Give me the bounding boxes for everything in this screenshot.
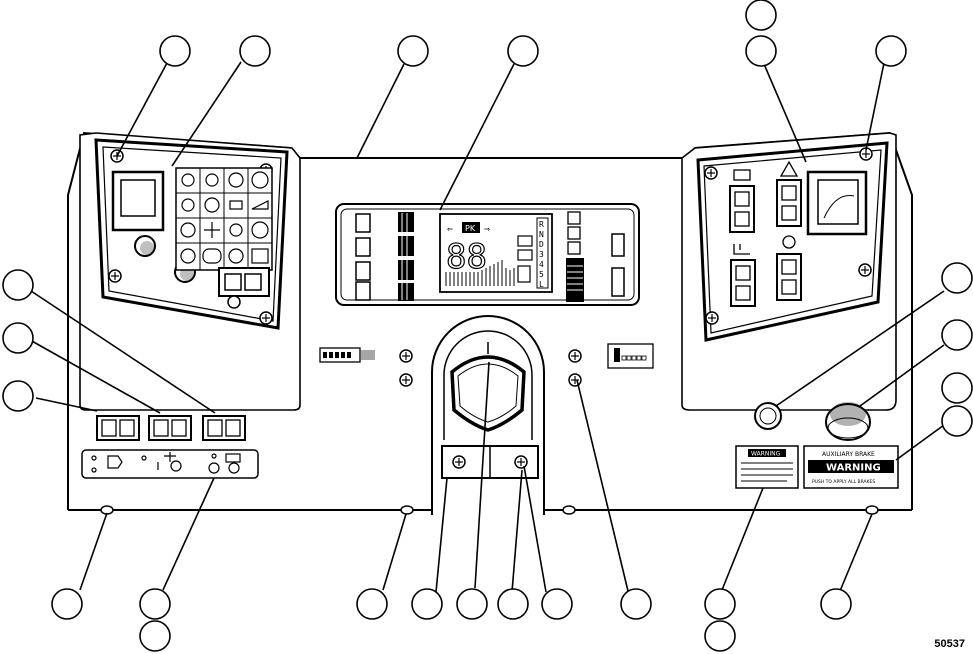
svg-text:N: N: [539, 230, 544, 239]
leader-lines: [29, 61, 945, 593]
left-lower-switches: [96, 415, 246, 441]
callout-16: [139, 588, 171, 620]
callout-6: [745, 35, 777, 67]
callout-23: [620, 588, 652, 620]
callout-14: [941, 405, 973, 437]
callout-26: [820, 588, 852, 620]
indicator-light-grid: [175, 167, 273, 271]
warning-label-auxiliary-brake: AUXILIARY BRAKE WARNING PUSH TO APPLY AL…: [803, 445, 899, 489]
indicator-icons: [180, 171, 269, 264]
svg-text:4: 4: [539, 260, 544, 269]
svg-text:D: D: [539, 240, 544, 249]
callout-21: [497, 588, 529, 620]
mounting-nubs: [100, 505, 879, 515]
svg-text:PUSH TO APPLY ALL BRAKES: PUSH TO APPLY ALL BRAKES: [812, 479, 875, 485]
left-sub-panel: [79, 132, 301, 411]
indicator-strip: [81, 449, 259, 479]
callout-4: [397, 35, 429, 67]
callout-20: [456, 588, 488, 620]
warning-label-left: WARNING: [735, 445, 799, 489]
gear-selector-column: R N D 3 4 5 L: [536, 217, 549, 289]
callout-9: [2, 322, 34, 354]
svg-text:L: L: [539, 280, 544, 289]
figure-number: 50537: [934, 638, 965, 650]
svg-text:R: R: [539, 220, 544, 229]
callout-3: [239, 35, 271, 67]
svg-text:⇐: ⇐: [447, 224, 453, 235]
callout-18: [356, 588, 388, 620]
svg-text:3: 3: [539, 250, 544, 259]
svg-text:WARNING: WARNING: [826, 463, 881, 474]
callout-15: [51, 588, 83, 620]
svg-text:WARNING: WARNING: [751, 451, 781, 458]
callout-8: [2, 269, 34, 301]
panel-outline: [67, 131, 913, 511]
callout-25: [704, 620, 736, 652]
callout-5: [507, 35, 539, 67]
callout-7: [875, 35, 907, 67]
callout-11: [941, 262, 973, 294]
callout-10: [2, 380, 34, 412]
callout-12: [941, 319, 973, 351]
svg-text:5: 5: [539, 270, 544, 279]
callout-22: [541, 588, 573, 620]
callout-19: [411, 588, 443, 620]
center-display: ⇐ PK ⇒ 88 R N D 3 4 5 L: [335, 203, 640, 306]
small-panel-labels: [319, 343, 654, 369]
svg-text:AUXILIARY BRAKE: AUXILIARY BRAKE: [822, 451, 875, 458]
callout-17: [139, 620, 171, 652]
callout-13: [941, 372, 973, 404]
right-sub-panel: [681, 132, 897, 441]
callout-24: [704, 588, 736, 620]
callout-1: [745, 0, 777, 31]
lcd-digits: 88: [446, 237, 487, 277]
svg-text:PK: PK: [465, 224, 476, 233]
callout-2: [159, 35, 191, 67]
svg-text:⇒: ⇒: [484, 224, 490, 235]
